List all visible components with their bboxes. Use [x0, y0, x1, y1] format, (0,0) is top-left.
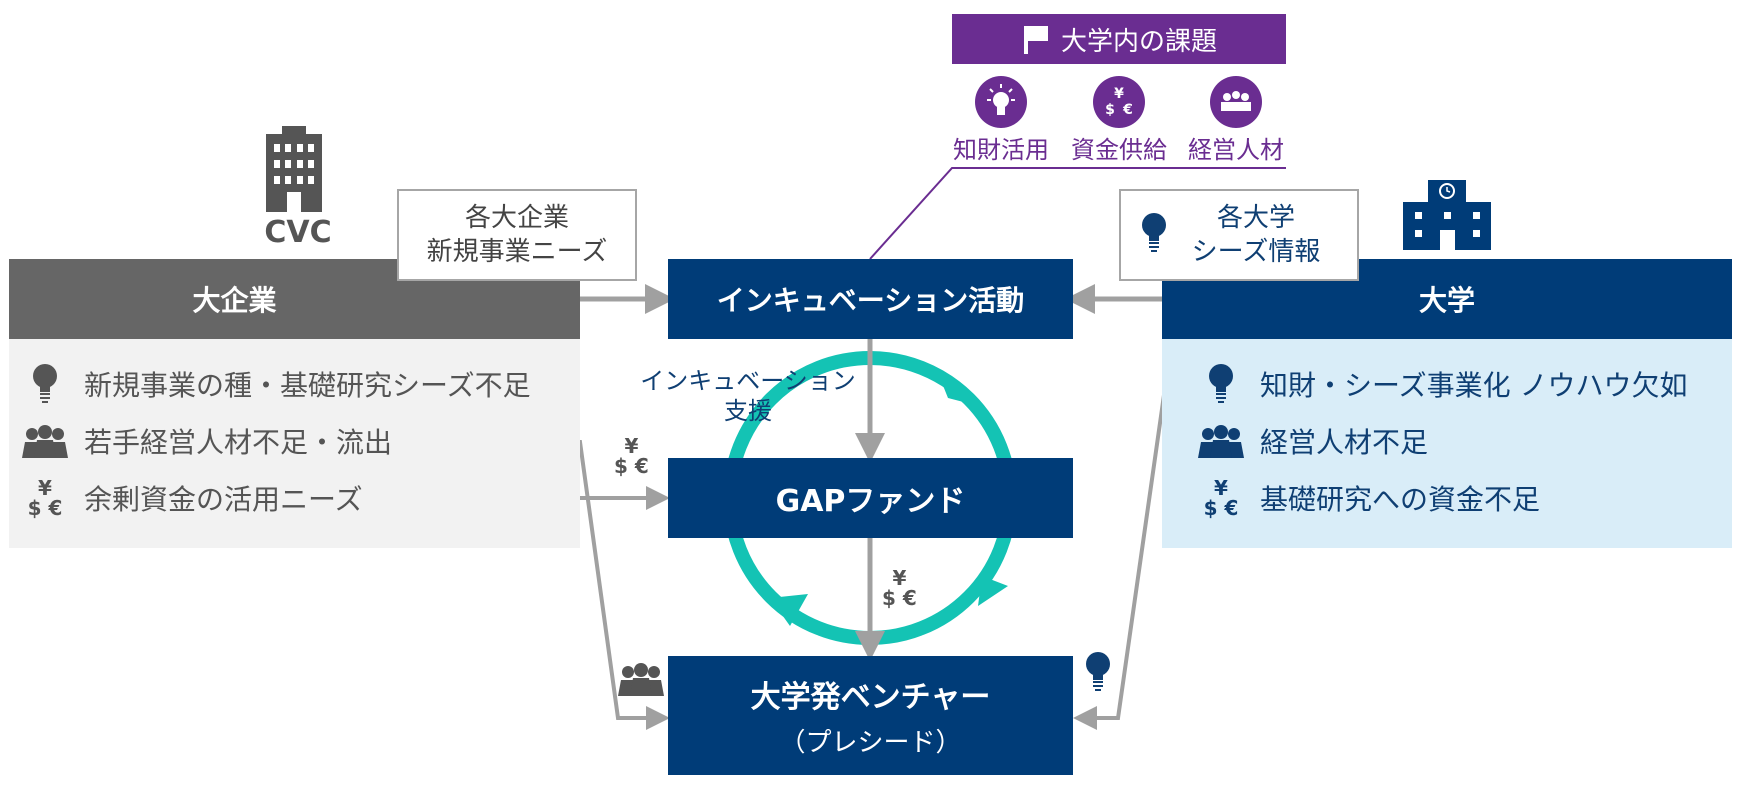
svg-text:€: € — [1122, 102, 1133, 118]
issue-label-ip: 知財活用 — [953, 136, 1049, 164]
corporate-issues-list: 新規事業の種・基礎研究シーズ不足 若手経営人材不足・流出 ¥$ € 余剰資金の活… — [20, 360, 531, 522]
issues-link-line — [869, 167, 1286, 260]
lightbulb-icon — [1209, 364, 1233, 403]
list-item: 経営人材不足 — [1196, 417, 1688, 465]
corporate-title: 大企業 — [192, 284, 277, 317]
currency-icon: ¥ $ € — [1093, 76, 1145, 128]
list-item: ¥$ € 余剰資金の活用ニーズ — [27, 476, 363, 520]
corporate-header: 大企業 — [9, 259, 580, 339]
list-item: 知財・シーズ事業化 ノウハウ欠如 — [1196, 360, 1688, 408]
list-item: 新規事業の種・基礎研究シーズ不足 — [20, 360, 531, 408]
people-icon — [1210, 76, 1262, 128]
cycle-arrowhead-top-right — [940, 378, 975, 405]
university-issues-banner: 大学内の課題 — [952, 14, 1286, 64]
corporate-panel — [9, 339, 580, 548]
lightbulb-icon — [1086, 652, 1110, 691]
university-venture-box: 大学発ベンチャー （プレシード） — [668, 656, 1073, 775]
currency-icon: ¥$ € — [882, 566, 917, 610]
incubation-activity-box: インキュベーション活動 — [668, 259, 1073, 339]
issue-talent-icon — [1210, 76, 1262, 132]
people-icon — [22, 425, 68, 458]
cvc-label: CVC — [264, 215, 332, 250]
incubation-support-label: インキュベーション 支援 — [640, 367, 856, 425]
university-panel — [1162, 339, 1732, 548]
issue-ip-icon — [975, 76, 1027, 132]
university-seeds-callout: 各大学 シーズ情報 — [1119, 189, 1359, 281]
currency-icon: ¥$ € — [27, 476, 63, 520]
flag-icon — [1023, 26, 1048, 54]
corporate-needs-callout: 各大企業 新規事業ニーズ — [397, 189, 637, 281]
people-icon — [1198, 425, 1244, 458]
university-title: 大学 — [1418, 284, 1475, 317]
people-icon — [618, 663, 664, 696]
lightbulb-icon — [1142, 213, 1166, 252]
svg-text:$: $ — [1105, 102, 1115, 118]
gap-fund-box: GAPファンド — [668, 458, 1073, 538]
university-building-icon — [1403, 180, 1491, 250]
lightbulb-icon — [975, 76, 1027, 128]
cycle-arrowhead-bottom-left — [770, 594, 808, 626]
svg-text:¥: ¥ — [1114, 86, 1124, 102]
list-item: ¥$ € 基礎研究への資金不足 — [1203, 476, 1541, 520]
list-item: 若手経営人材不足・流出 — [20, 417, 531, 465]
issue-label-fund: 資金供給 — [1071, 136, 1167, 164]
university-issues-list: 知財・シーズ事業化 ノウハウ欠如 経営人材不足 ¥$ € 基礎研究への資金不足 — [1196, 360, 1688, 522]
currency-icon: ¥$ € — [1203, 476, 1239, 520]
issue-label-talent: 経営人材 — [1188, 136, 1284, 164]
office-building-icon — [266, 126, 322, 212]
issues-title: 大学内の課題 — [1060, 26, 1217, 57]
issue-fund-icon: ¥ $ € — [1093, 76, 1145, 132]
cycle-arrowhead-right — [978, 576, 1008, 606]
lightbulb-icon — [33, 364, 57, 403]
currency-icon: ¥$ € — [614, 434, 649, 478]
